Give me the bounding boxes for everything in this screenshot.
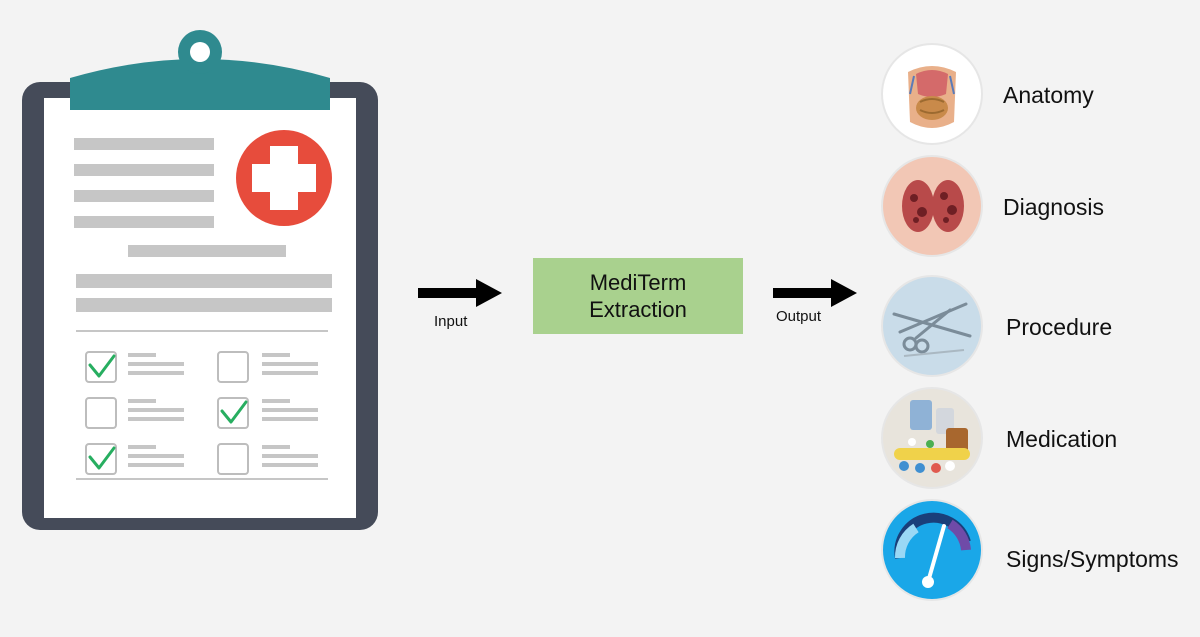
procedure-icon (881, 275, 983, 377)
medical-record-clipboard-icon (22, 30, 378, 530)
output-item-anatomy: Anatomy (880, 42, 1200, 146)
symptoms-gauge-icon (881, 499, 983, 601)
output-label-anatomy: Anatomy (1003, 82, 1094, 108)
output-item-procedure: Procedure (880, 274, 1200, 378)
diagnosis-icon (881, 155, 983, 257)
output-label-signs-symptoms: Signs/Symptoms (1006, 546, 1179, 572)
process-title-line2: Extraction (589, 297, 687, 322)
process-title-line1: MediTerm (589, 270, 687, 295)
anatomy-icon (881, 43, 983, 145)
input-arrow-icon (418, 279, 502, 307)
output-label: Output (776, 308, 822, 325)
output-label-medication: Medication (1006, 426, 1118, 452)
output-item-medication: Medication (880, 386, 1200, 490)
output-label-procedure: Procedure (1006, 314, 1113, 340)
medication-icon (881, 387, 983, 489)
output-item-diagnosis: Diagnosis (880, 154, 1200, 258)
output-label-diagnosis: Diagnosis (1003, 194, 1104, 220)
mediterm-extraction-box: MediTerm Extraction (533, 258, 743, 334)
output-arrow-icon (773, 279, 857, 307)
input-label: Input (434, 313, 468, 330)
output-item-signs-symptoms: Signs/Symptoms (880, 498, 1200, 602)
